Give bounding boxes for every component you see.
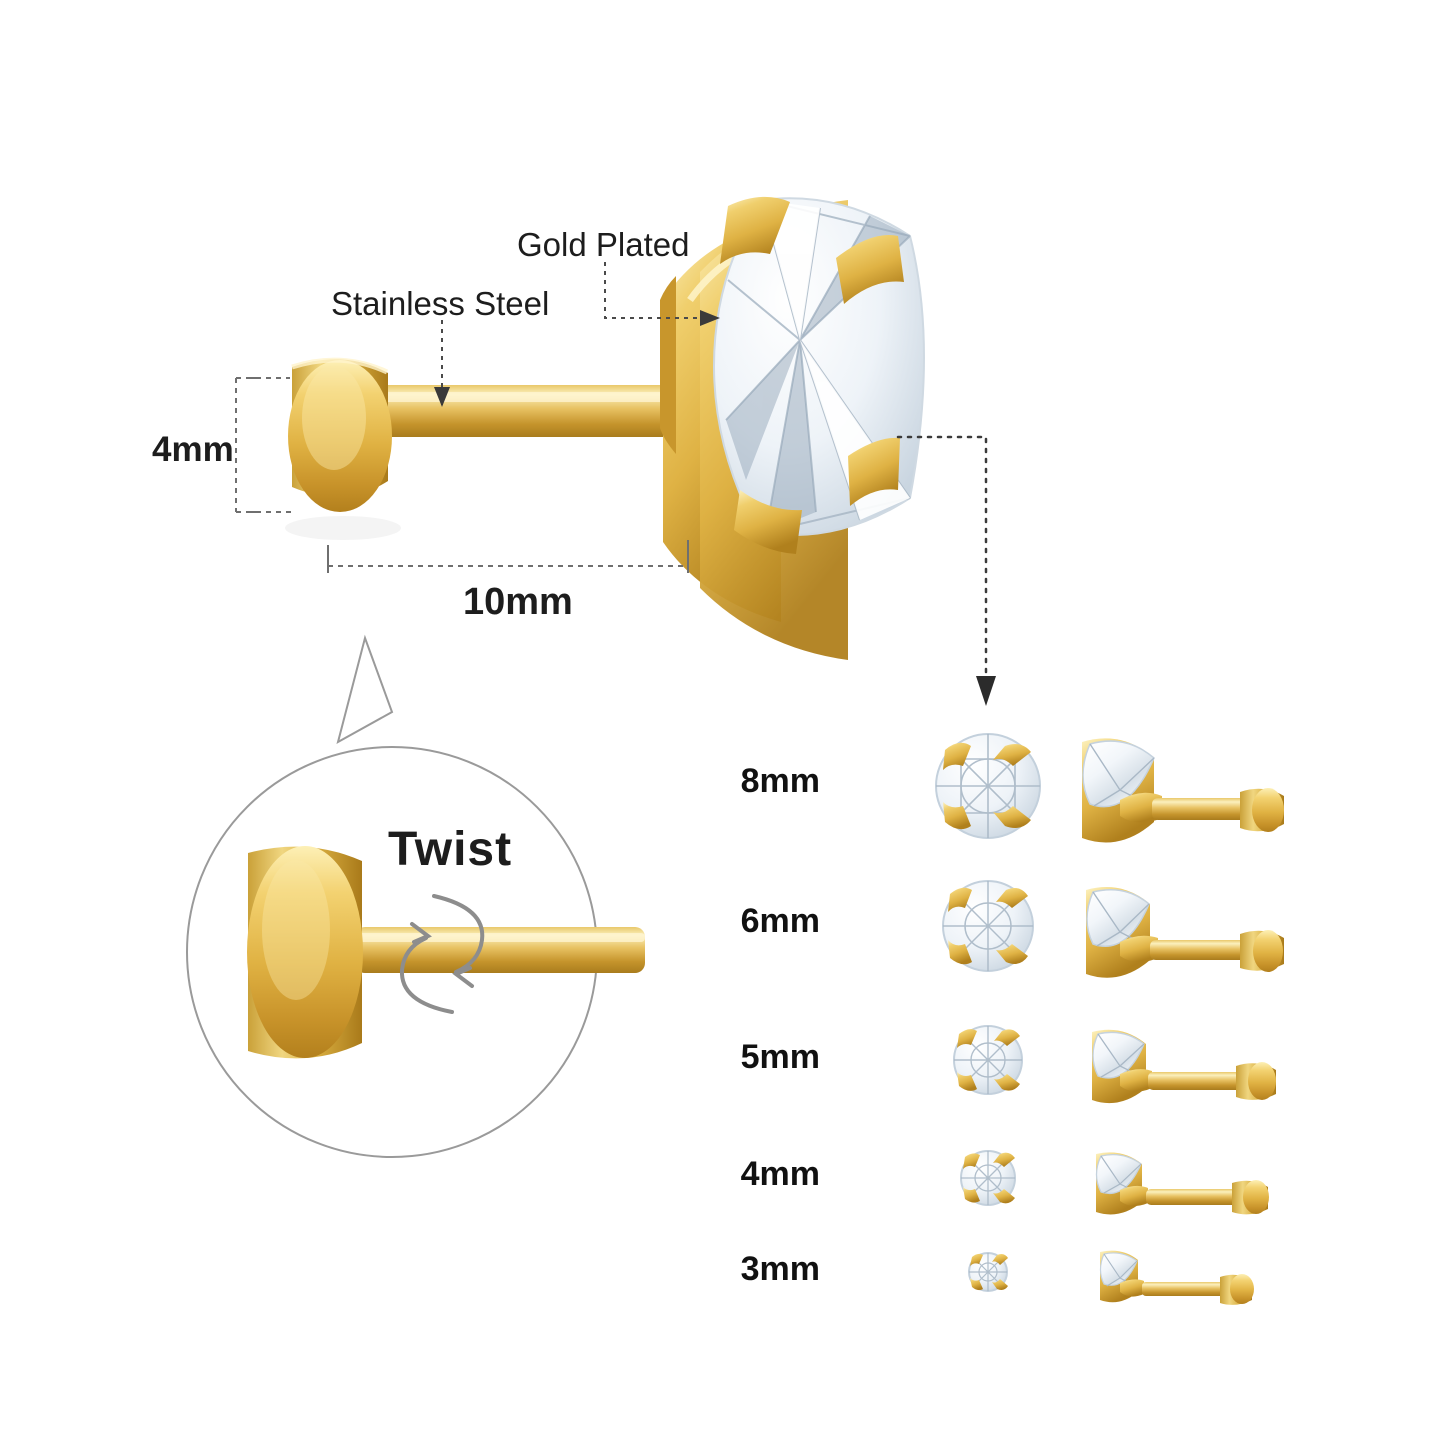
- size-row-6mm: [942, 880, 1284, 978]
- label-gold-plated: Gold Plated: [517, 226, 690, 263]
- label-twist: Twist: [388, 823, 513, 876]
- size-label-8mm: 8mm: [740, 762, 820, 800]
- leader-gold-plated: [604, 262, 720, 326]
- gem-setting: [663, 200, 848, 660]
- label-dimension-length: 10mm: [463, 581, 573, 623]
- label-dimension-height: 4mm: [152, 430, 234, 469]
- label-stainless-steel: Stainless Steel: [331, 285, 550, 322]
- twist-callout: [186, 634, 645, 1158]
- size-chart-graphics: [935, 733, 1284, 1305]
- leader-size-chart: [896, 435, 996, 706]
- size-label-4mm: 4mm: [740, 1155, 820, 1193]
- size-row-5mm: [953, 1025, 1276, 1104]
- gemstone: [712, 197, 925, 537]
- size-label-6mm: 6mm: [740, 902, 820, 940]
- gem-prongs: [720, 196, 904, 554]
- size-row-4mm: [960, 1150, 1269, 1215]
- size-label-3mm: 3mm: [740, 1250, 820, 1288]
- dimension-10mm: [327, 540, 689, 573]
- dimension-4mm: [235, 377, 292, 513]
- size-row-3mm: [968, 1250, 1254, 1305]
- earring-back-disc: [288, 357, 392, 512]
- size-row-8mm: [935, 733, 1284, 843]
- size-label-5mm: 5mm: [740, 1038, 820, 1076]
